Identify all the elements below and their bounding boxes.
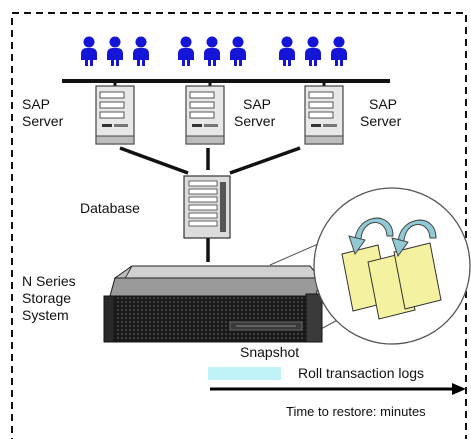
storage-system-icon — [103, 265, 323, 343]
snapshot-arrows-icon — [348, 217, 437, 258]
dashed-border — [11, 12, 467, 439]
user-group-center-icon — [178, 36, 246, 66]
sap-server-1-label: SAP Server — [22, 96, 64, 129]
connector-server1-db — [119, 146, 189, 175]
storage-system-label: N Series Storage System — [22, 273, 76, 323]
connector-server3-db — [229, 146, 301, 175]
snapshot-label: Snapshot — [240, 344, 300, 360]
sap-server-2-label: SAP Server — [234, 96, 276, 129]
database-server-icon — [183, 175, 231, 239]
roll-transaction-bar — [208, 367, 281, 380]
sap-server-2-icon — [185, 85, 225, 145]
time-to-restore-label: Time to restore: minutes — [286, 404, 426, 419]
database-label: Database — [80, 200, 140, 216]
sap-server-3-icon — [304, 85, 344, 145]
roll-transaction-logs-label: Roll transaction logs — [298, 365, 425, 381]
sap-server-1-icon — [95, 85, 135, 145]
user-group-right-icon — [279, 36, 347, 66]
time-arrowhead-icon — [452, 383, 466, 395]
sap-server-3-label: SAP Server — [360, 96, 402, 129]
user-group-left-icon — [81, 36, 149, 66]
zoom-line-top — [269, 243, 319, 266]
snapshot-pages-icon — [341, 242, 442, 320]
